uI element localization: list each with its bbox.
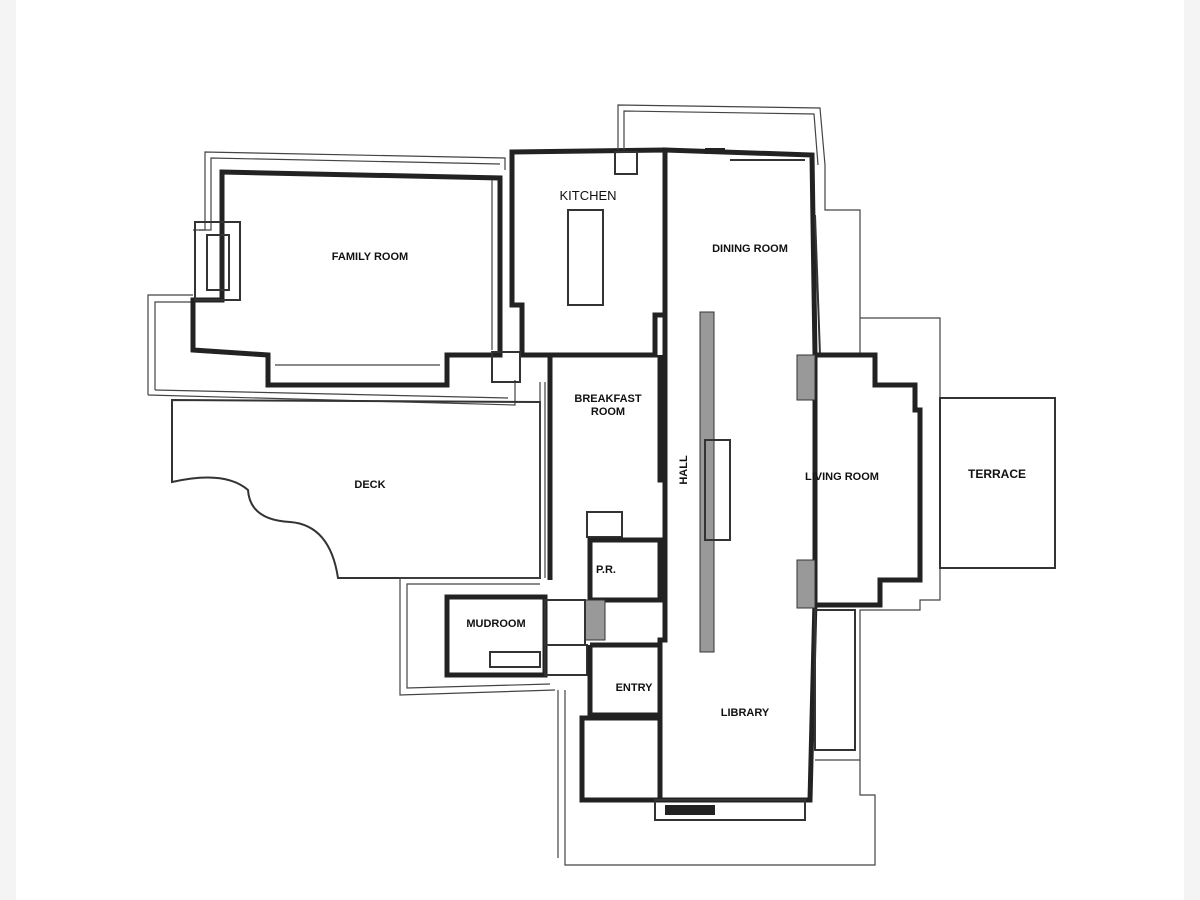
family-room: [147, 151, 516, 406]
breakfast-room-label-2: ROOM: [591, 406, 625, 418]
deck-label: DECK: [354, 479, 385, 491]
living-room: [796, 317, 941, 761]
living-room-label: LIVING ROOM: [805, 471, 879, 483]
mudroom: [399, 577, 588, 696]
library-label: LIBRARY: [721, 707, 770, 719]
north-frame: [617, 104, 861, 355]
hall-label: HALL: [678, 455, 690, 485]
breakfast-room: [539, 355, 665, 580]
powder-room-label: P.R.: [596, 564, 616, 576]
kitchen: [491, 147, 668, 383]
dining-room-label: DINING ROOM: [712, 243, 788, 255]
entry: [557, 642, 876, 866]
deck: [171, 398, 541, 579]
mudroom-label: MUDROOM: [466, 618, 525, 630]
hall-spine: [699, 311, 715, 653]
powder-room: [584, 511, 663, 641]
entry-label: ENTRY: [616, 682, 654, 694]
terrace: [939, 397, 1056, 569]
family-room-label: FAMILY ROOM: [332, 251, 408, 263]
kitchen-label: KITCHEN: [559, 188, 616, 203]
breakfast-room-label-1: BREAKFAST: [574, 393, 642, 405]
main-column: [657, 147, 856, 803]
terrace-label: TERRACE: [968, 467, 1026, 481]
